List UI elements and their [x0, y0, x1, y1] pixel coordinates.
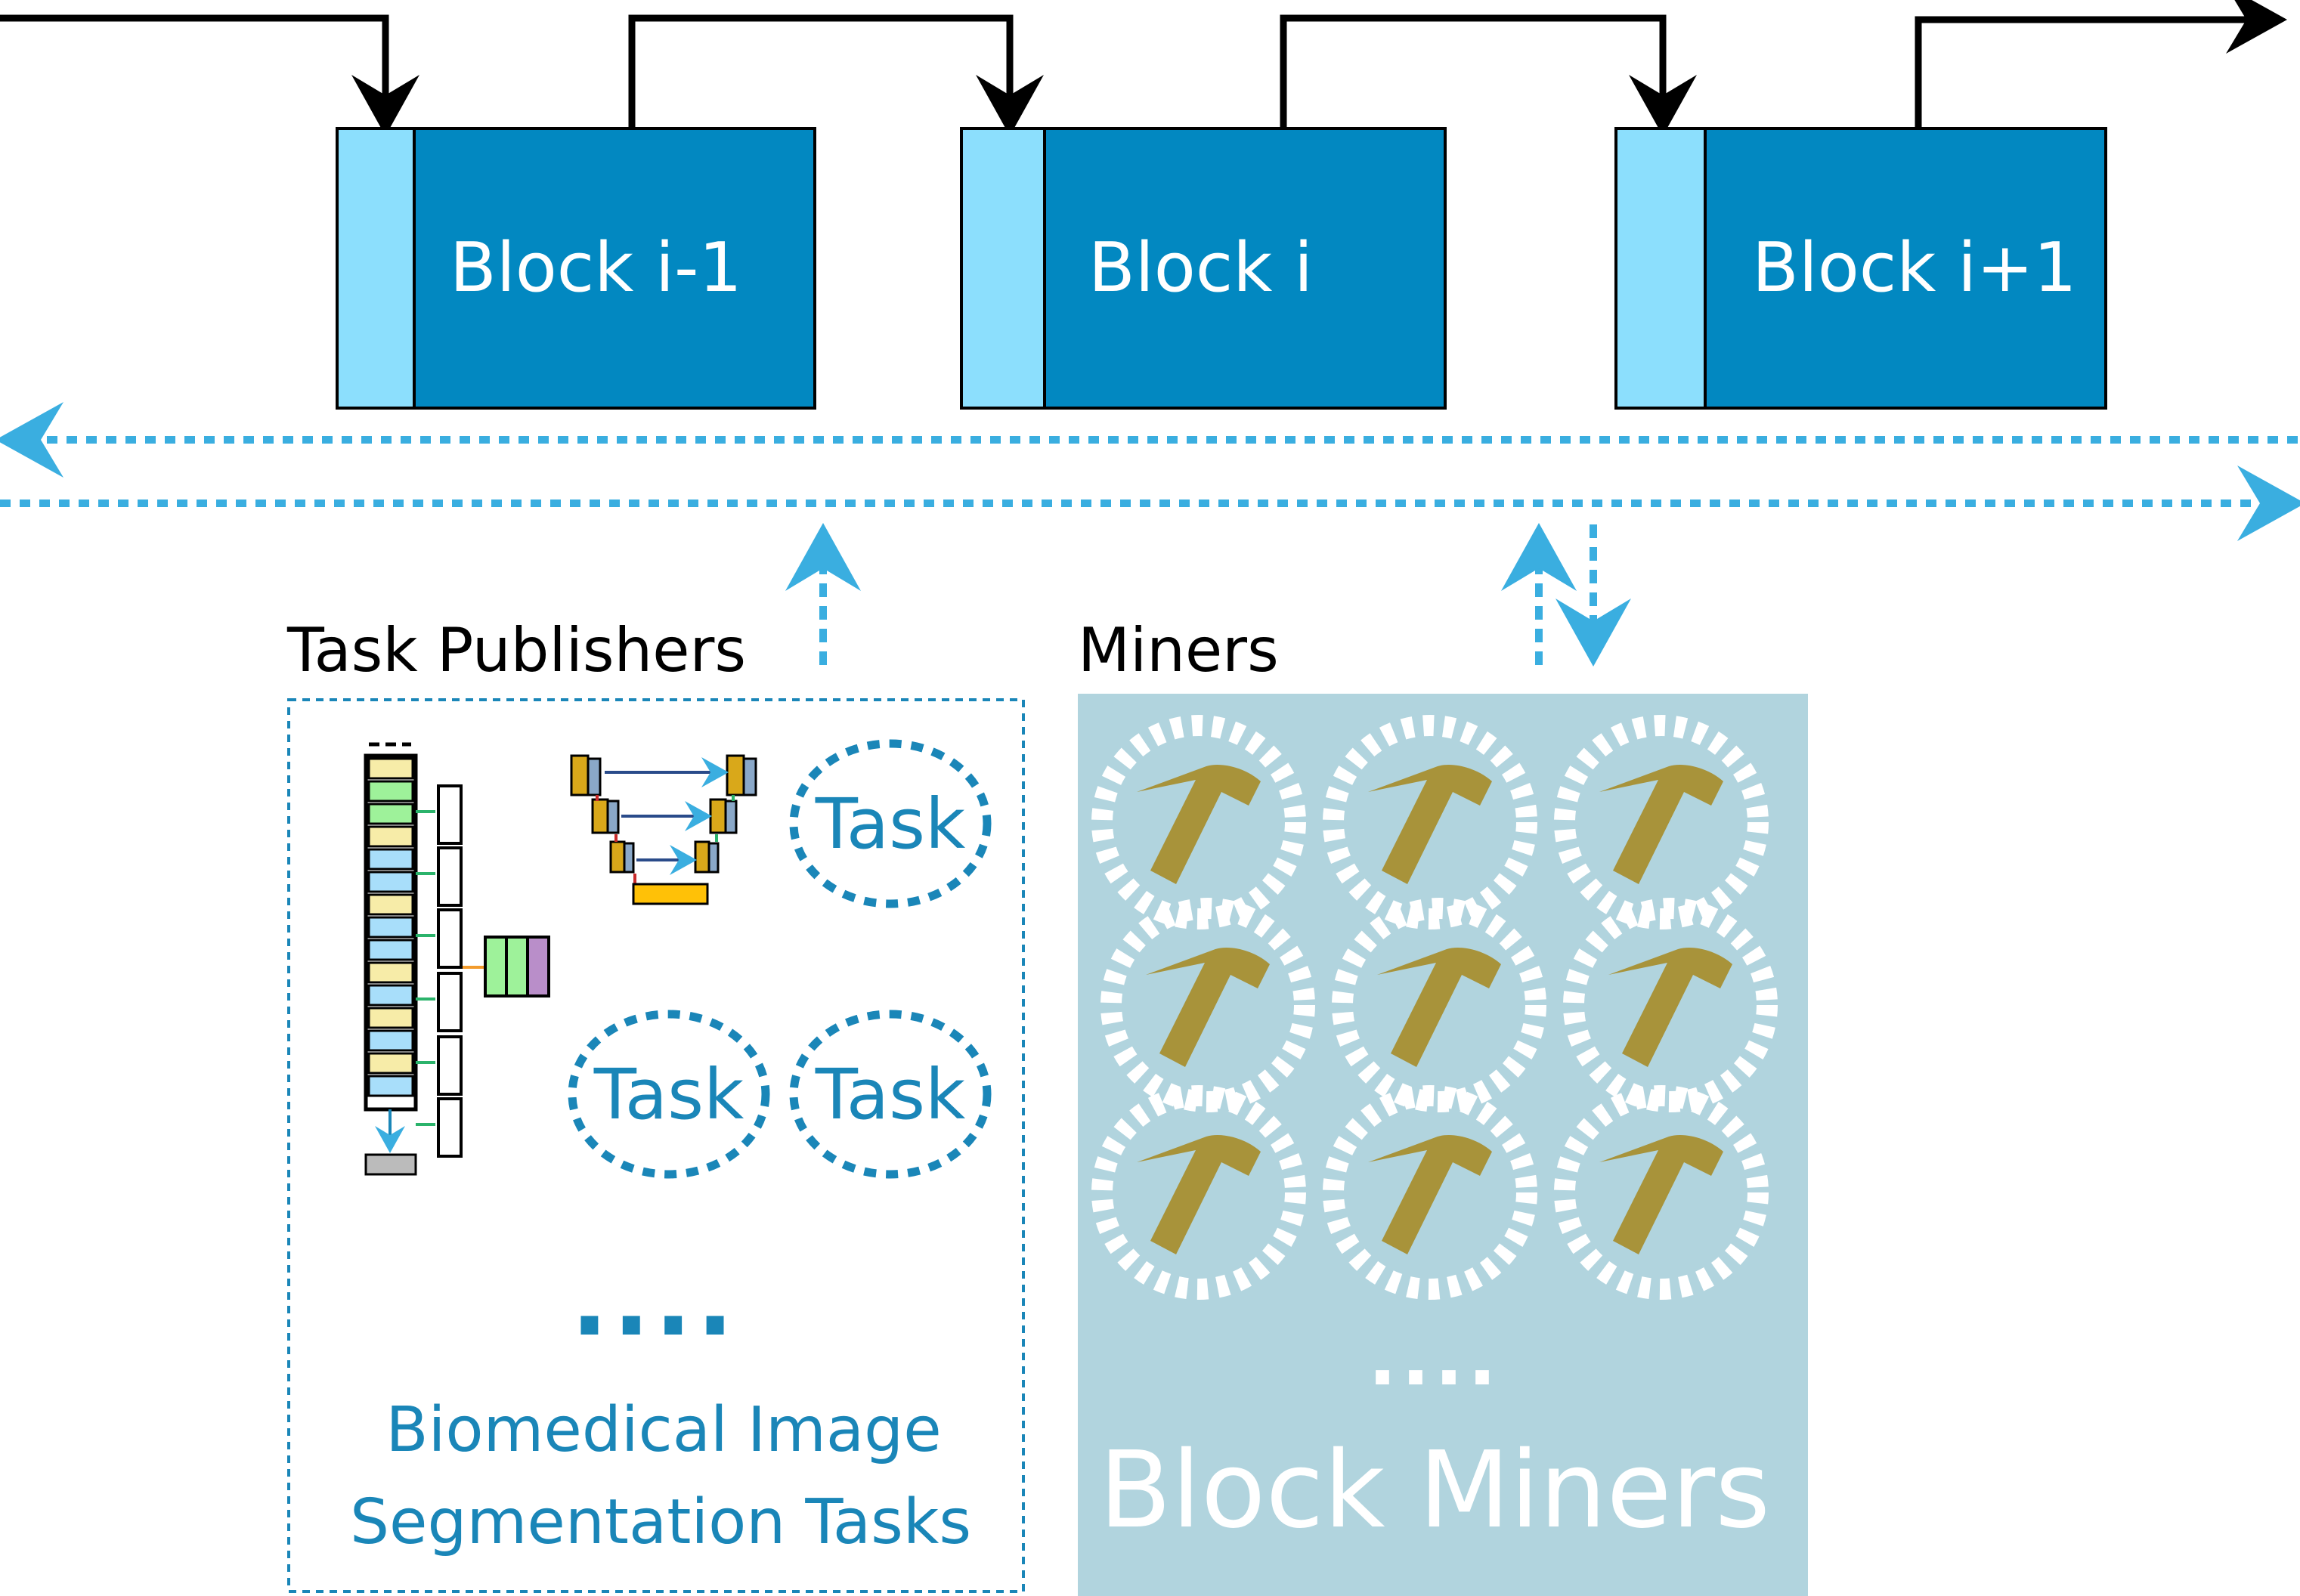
- halo-ring: [1091, 1085, 1306, 1300]
- hammer-icon[interactable]: [1554, 715, 1769, 929]
- hammer-icon[interactable]: [1323, 715, 1537, 929]
- hammer-icon[interactable]: [1554, 1085, 1769, 1300]
- block-body: [1043, 127, 1447, 410]
- task-publishers: Task Publishers: [286, 615, 1025, 1593]
- task-label: Task: [815, 1054, 966, 1135]
- publishers-caption-line2: Segmentation Tasks: [350, 1486, 971, 1558]
- hammer-shape: [1146, 948, 1270, 1067]
- halo-ring: [1091, 715, 1306, 929]
- hammer-shape: [1599, 1135, 1723, 1254]
- chain-link-out: [1915, 0, 2287, 128]
- block-header: [1614, 127, 1707, 410]
- task-publishers-title: Task Publishers: [286, 615, 746, 685]
- hammer-shape: [1377, 948, 1501, 1067]
- network-architecture-figure: [364, 742, 550, 1176]
- block-i-plus-1[interactable]: Block i+1: [1614, 127, 2107, 410]
- block-i[interactable]: Block i: [960, 127, 1447, 410]
- halo-ring: [1323, 715, 1537, 929]
- miners-title: Miners: [1078, 615, 1279, 685]
- hammer-shape: [1137, 1135, 1261, 1254]
- chain-link-in: [0, 14, 419, 136]
- halo-ring: [1323, 1085, 1537, 1300]
- network-broadcast: [0, 402, 2300, 667]
- publishers-box: [287, 698, 1025, 1593]
- miners-grid: [1091, 715, 1778, 1300]
- halo-ring: [1554, 1085, 1769, 1300]
- miners: Miners .... Block Miners: [1078, 615, 1808, 1596]
- hammer-shape: [1137, 765, 1261, 884]
- hammer-shape: [1599, 765, 1723, 884]
- publishers-ellipsis: ....: [571, 1243, 738, 1358]
- chain-link-1: [628, 14, 1044, 136]
- hammer-shape: [1368, 765, 1492, 884]
- hammer-icon[interactable]: [1323, 1085, 1537, 1300]
- chain-link-2: [1280, 14, 1697, 136]
- hammer-icon[interactable]: [1563, 898, 1778, 1112]
- hammer-shape: [1368, 1135, 1492, 1254]
- halo-ring: [1554, 715, 1769, 929]
- blockchain: Block i-1 Block i Block i+1: [0, 0, 2287, 410]
- task-label: Task: [593, 1054, 744, 1135]
- block-body: [1704, 127, 2107, 410]
- block-label: Block i: [1088, 228, 1313, 308]
- block-label: Block i+1: [1752, 228, 2077, 308]
- unet-figure: [570, 754, 757, 905]
- block-header: [336, 127, 416, 410]
- hammer-icon[interactable]: [1091, 715, 1306, 929]
- task-3[interactable]: Task: [789, 1010, 992, 1179]
- halo-ring: [1100, 898, 1315, 1112]
- hammer-icon[interactable]: [1332, 898, 1546, 1112]
- hammer-icon[interactable]: [1091, 1085, 1306, 1300]
- block-header: [960, 127, 1046, 410]
- block-body: [413, 127, 816, 410]
- halo-ring: [1563, 898, 1778, 1112]
- block-miners-caption: Block Miners: [1099, 1429, 1770, 1552]
- task-label: Task: [815, 784, 966, 865]
- halo-ring: [1332, 898, 1546, 1112]
- task-2[interactable]: Task: [568, 1010, 770, 1179]
- publishers-caption-line1: Biomedical Image: [385, 1394, 941, 1466]
- miners-ellipsis: ....: [1368, 1314, 1501, 1403]
- block-i-minus-1[interactable]: Block i-1: [336, 127, 816, 410]
- hammer-shape: [1608, 948, 1732, 1067]
- task-1[interactable]: Task: [789, 739, 992, 908]
- hammer-icon[interactable]: [1100, 898, 1315, 1112]
- block-label: Block i-1: [450, 228, 742, 308]
